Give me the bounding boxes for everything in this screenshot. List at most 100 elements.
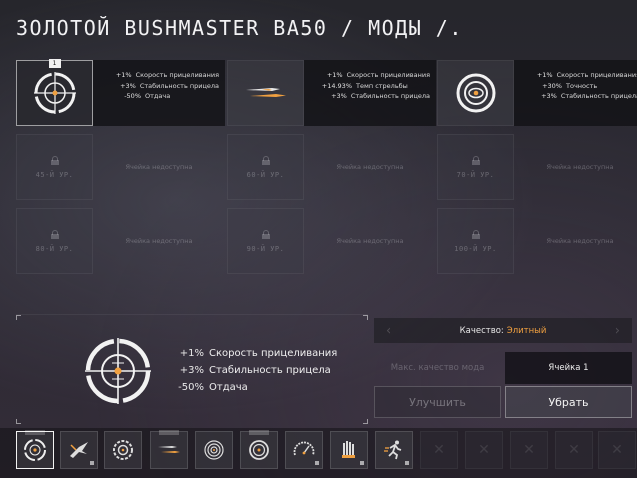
slot-dot	[90, 461, 94, 465]
inventory-slot[interactable]	[16, 430, 54, 469]
slot-unavailable-label: Ячейка недоступна	[546, 237, 614, 245]
running-man-icon	[384, 440, 402, 460]
stat-line: +30% Точность	[520, 81, 637, 92]
detail-stat-value: +1%	[179, 348, 204, 359]
mod-slot-2-icon-box[interactable]	[227, 60, 304, 126]
slot-dot	[405, 461, 409, 465]
eye-target-icon	[456, 73, 495, 113]
max-quality-button[interactable]: Макс. качество мода	[390, 363, 485, 373]
mod-slot-2-stats: +1%Скорость прицеливания +14.93%Темп стр…	[304, 60, 436, 126]
stat-value: +1%	[115, 71, 132, 79]
inventory-slot-empty[interactable]: ✕	[420, 431, 458, 469]
quality-next-arrow-icon[interactable]: ›	[614, 323, 620, 338]
inventory-slot[interactable]	[150, 430, 188, 469]
mod-detail-panel: +1% Скорость прицеливания +3%Стабильность…	[16, 314, 368, 424]
locked-slot-icon-box: 80-Й УР.	[16, 208, 93, 274]
stat-value: +3%	[331, 92, 347, 100]
stat-value: +14.93%	[321, 81, 352, 90]
inventory-slot[interactable]	[375, 431, 413, 469]
locked-slot-icon-box: 90-Й УР.	[227, 208, 304, 274]
lock-icon: 100-Й УР.	[454, 229, 496, 253]
remove-button[interactable]: Убрать	[505, 386, 632, 418]
lock-level: 90-Й УР.	[246, 244, 285, 253]
detail-stat-line: +3%Стабильность прицела	[165, 362, 337, 379]
inventory-slot-empty[interactable]: ✕	[465, 431, 503, 469]
stat-name: Стабильность прицела	[139, 81, 219, 90]
inventory-slot[interactable]	[330, 431, 368, 469]
detail-stats: +1% Скорость прицеливания +3%Стабильность…	[165, 345, 337, 396]
stat-line: -50%Отдача	[99, 91, 219, 102]
empty-slot-icon: ✕	[611, 442, 623, 458]
empty-slot-icon: ✕	[523, 442, 535, 458]
inventory-slot[interactable]	[60, 431, 98, 469]
stat-line: +3%Стабильность прицела	[520, 91, 637, 102]
detail-stat-value: -50%	[178, 382, 204, 393]
empty-slot-icon: ✕	[478, 442, 490, 458]
stat-name: Скорость прицеливания	[556, 71, 637, 79]
locked-slot-icon-box: 60-Й УР.	[227, 134, 304, 200]
lock-level: 70-Й УР.	[456, 170, 495, 179]
quality-selector[interactable]: ‹ Качество: Элитный ›	[374, 318, 632, 343]
mod-slot-1[interactable]: 1 +1%Скорость прицеливания +3%Стабильнос…	[16, 59, 225, 126]
slot-top-mark	[25, 430, 45, 435]
lock-icon: 90-Й УР.	[246, 229, 285, 253]
detail-stat-name: Отдача	[209, 382, 248, 393]
corner-mark	[16, 419, 21, 424]
empty-slot-icon: ✕	[568, 442, 580, 458]
locked-slot-100: 100-Й УР. Ячейка недоступна	[437, 208, 637, 274]
quality-prev-arrow-icon[interactable]: ‹	[386, 323, 392, 338]
speedometer-icon	[293, 441, 315, 456]
lock-level: 45-Й УР.	[35, 170, 74, 179]
stat-value: +3%	[541, 92, 557, 100]
locked-slot-icon-box: 70-Й УР.	[437, 134, 514, 200]
stat-line: +14.93%Темп стрельбы	[310, 81, 430, 92]
inventory-slot-empty[interactable]: ✕	[598, 431, 636, 469]
inventory-slot[interactable]	[240, 430, 278, 469]
inventory-slot-empty[interactable]: ✕	[510, 431, 548, 469]
detail-stat-line: -50% Отдача	[165, 379, 337, 396]
page-title: ЗОЛОТОЙ BUSHMASTER BA50 / МОДЫ /.	[16, 16, 463, 40]
stat-value: +1%	[326, 71, 343, 79]
inventory-slot[interactable]	[195, 431, 233, 469]
bullets-icon	[245, 88, 286, 97]
corner-mark	[363, 315, 368, 320]
locked-slot-90: 90-Й УР. Ячейка недоступна	[227, 208, 436, 274]
crosshair-icon	[85, 338, 151, 404]
mod-slot-3-icon-box[interactable]	[437, 60, 514, 126]
slot-unavailable-label: Ячейка недоступна	[125, 163, 193, 171]
mod-slot-2[interactable]: +1%Скорость прицеливания +14.93%Темп стр…	[227, 60, 436, 126]
stat-name: Скорость прицеливания	[346, 71, 430, 79]
stat-value: +30%	[542, 81, 562, 90]
mod-slot-3[interactable]: +1%Скорость прицеливания +30%Точность +3…	[437, 60, 637, 126]
stat-line: +3%Стабильность прицела	[310, 91, 430, 102]
quality-value: Элитный	[506, 325, 547, 336]
mod-inventory-strip	[0, 428, 637, 478]
stat-name: Точность	[566, 81, 598, 90]
inventory-slot-empty[interactable]: ✕	[555, 431, 593, 469]
detail-stat-name: Скорость прицеливания	[209, 348, 338, 359]
locked-slot-icon-box: 100-Й УР.	[437, 208, 514, 274]
locked-slot-text-box: Ячейка недоступна	[514, 208, 637, 274]
stat-name: Стабильность прицела	[350, 92, 430, 100]
corner-mark	[363, 419, 368, 424]
mod-slot-1-stats: +1%Скорость прицеливания +3%Стабильность…	[93, 60, 225, 126]
slot-top-mark	[249, 430, 269, 435]
mod-slot-3-stats: +1%Скорость прицеливания +30%Точность +3…	[514, 60, 637, 126]
inventory-slot[interactable]	[104, 431, 142, 469]
lock-level: 80-Й УР.	[35, 244, 74, 253]
quality-label: Качество:	[459, 325, 504, 336]
stat-name: Скорость прицеливания	[135, 71, 219, 79]
upgrade-button[interactable]: Улучшить	[374, 386, 501, 418]
gear-icon	[113, 440, 133, 460]
hand-icon	[342, 441, 355, 458]
stat-name: Стабильность прицела	[560, 92, 637, 100]
slot-dot	[315, 461, 319, 465]
lock-icon: 70-Й УР.	[456, 155, 495, 179]
locked-slot-text-box: Ячейка недоступна	[304, 208, 436, 274]
mod-slot-1-icon-box[interactable]: 1	[16, 59, 93, 126]
slot-unavailable-label: Ячейка недоступна	[546, 163, 614, 171]
inventory-slot[interactable]	[285, 431, 323, 469]
eye-target-icon	[249, 440, 269, 460]
bullets-icon	[158, 446, 180, 453]
lock-icon: 45-Й УР.	[35, 155, 74, 179]
